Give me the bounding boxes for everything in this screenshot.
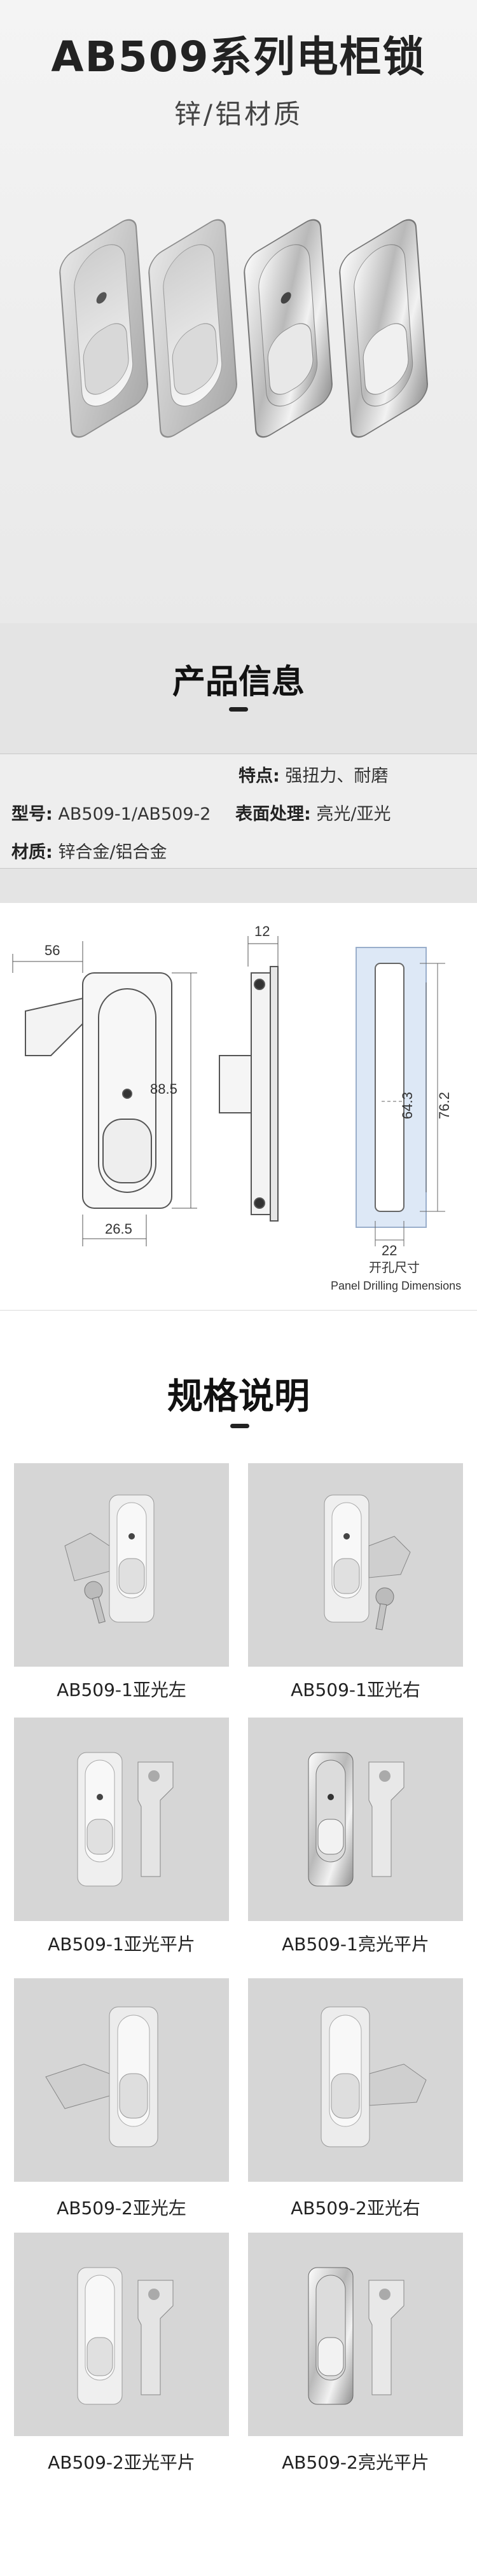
product-info-section: 产品信息 特点: 强扭力、耐磨 型号: AB509-1/AB509-2 表面处理…: [0, 623, 477, 903]
surface-row: 表面处理: 亮光/亚光: [235, 800, 391, 825]
title-underline: [229, 707, 248, 712]
dim-56: 56: [45, 942, 60, 958]
product-image: [77, 1752, 174, 1887]
divider: [0, 868, 477, 869]
product-card[interactable]: [14, 2233, 229, 2436]
model-value: AB509-1/AB509-2: [58, 804, 211, 824]
technical-drawing-section: 56 88.5 26.5 12 64.3 7: [0, 903, 477, 1310]
surface-label: 表面处理:: [235, 804, 311, 824]
product-info-title: 产品信息: [172, 663, 305, 701]
product-card[interactable]: [248, 1718, 463, 1921]
model-row: 型号: AB509-1/AB509-2: [11, 800, 211, 825]
material-label: 材质:: [11, 843, 53, 862]
product-label: AB509-2亮光平片: [282, 2452, 429, 2473]
feature-row: 特点: 强扭力、耐磨: [238, 762, 388, 787]
product-label: AB509-1亮光平片: [282, 1934, 429, 1955]
spec-section: 规格说明 AB509-1亚光左 AB509-1亚光右: [0, 1310, 477, 2576]
product-image: [324, 1494, 411, 1630]
product-card[interactable]: [248, 2233, 463, 2436]
product-image: [77, 2267, 174, 2405]
dim-64-3: 64.3: [399, 1092, 415, 1119]
product-card[interactable]: [248, 1463, 463, 1667]
product-label: AB509-1亚光平片: [48, 1934, 195, 1955]
product-label: AB509-2亚光左: [57, 2198, 186, 2219]
material-row: 材质: 锌合金/铝合金: [11, 838, 167, 863]
product-image: [321, 2006, 427, 2147]
feature-label: 特点:: [238, 766, 280, 786]
product-card[interactable]: [14, 1463, 229, 1667]
dim-88-5: 88.5: [150, 1081, 177, 1097]
product-image: [308, 2267, 404, 2405]
title-underline: [230, 1424, 249, 1428]
dim-76-2: 76.2: [436, 1092, 452, 1119]
product-label: AB509-1亚光右: [291, 1679, 420, 1700]
product-image: [64, 1494, 155, 1624]
spec-title: 规格说明: [167, 1376, 310, 1417]
material-value: 锌合金/铝合金: [58, 843, 167, 862]
hero-title: AB509系列电柜锁: [51, 32, 426, 81]
feature-value: 强扭力、耐磨: [285, 766, 389, 786]
product-card[interactable]: [248, 1978, 463, 2182]
product-image: [45, 2006, 158, 2147]
dim-22: 22: [382, 1243, 397, 1258]
hero-subtitle: 锌/铝材质: [174, 99, 303, 130]
dim-12: 12: [254, 923, 270, 939]
hero-section: AB509系列电柜锁 锌/铝材质: [0, 0, 477, 623]
model-label: 型号:: [11, 804, 53, 824]
product-card[interactable]: [14, 1718, 229, 1921]
product-label: AB509-2亚光右: [291, 2198, 420, 2219]
hero-product-image: [59, 219, 428, 438]
product-label: AB509-2亚光平片: [48, 2452, 195, 2473]
dim-26-5: 26.5: [105, 1221, 132, 1237]
technical-drawing: 56 88.5 26.5 12 64.3 7: [12, 923, 461, 1292]
product-label: AB509-1亚光左: [57, 1679, 186, 1700]
product-image: [308, 1752, 404, 1887]
panel-en-label: Panel Drilling Dimensions: [331, 1279, 461, 1292]
info-band: [0, 754, 477, 868]
surface-value: 亮光/亚光: [316, 804, 391, 824]
product-card[interactable]: [14, 1978, 229, 2182]
panel-cn-label: 开孔尺寸: [369, 1260, 420, 1275]
